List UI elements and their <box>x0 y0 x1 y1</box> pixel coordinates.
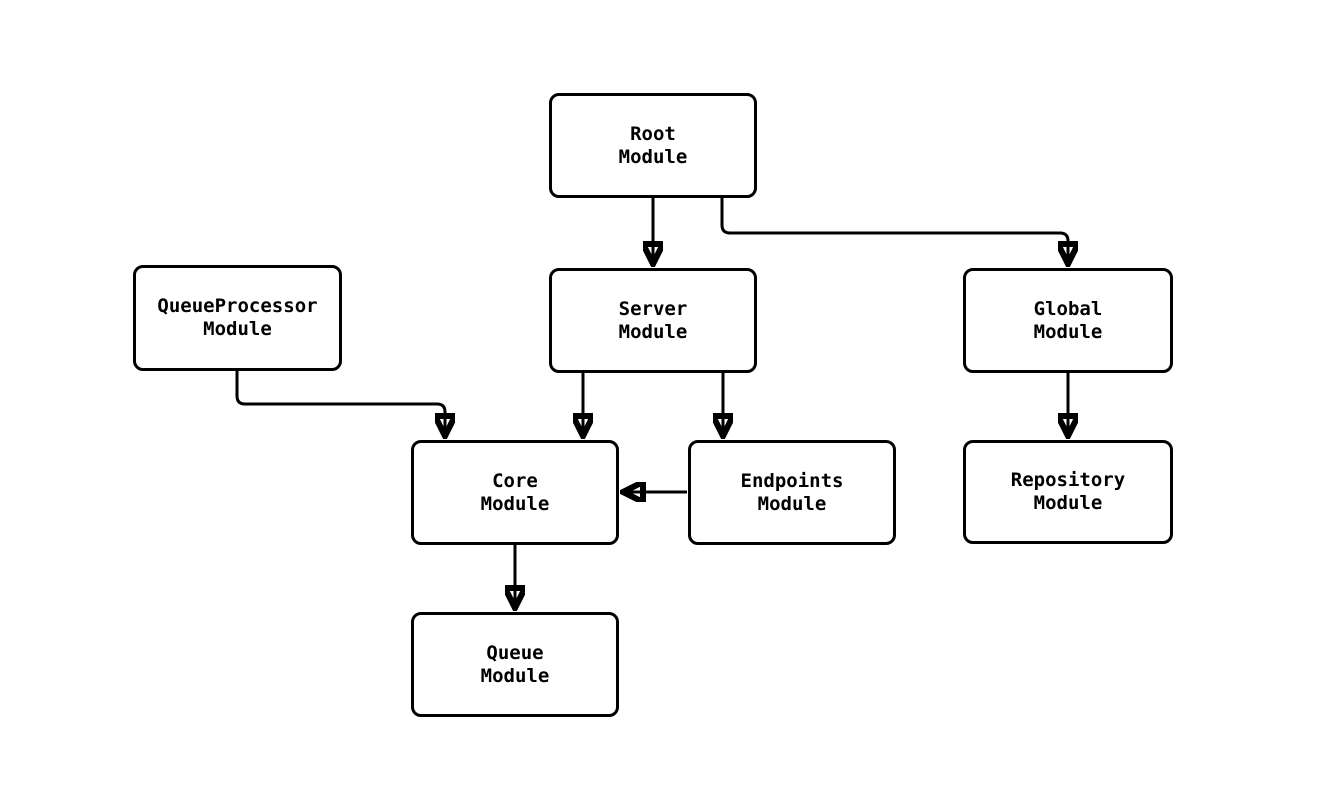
edge-queueprocessor-to-core <box>235 371 445 434</box>
node-core-module: Core Module <box>411 440 619 545</box>
node-repository-module-label: Repository Module <box>1010 469 1126 514</box>
node-root-module: Root Module <box>549 93 757 198</box>
node-queue-module-label: Queue Module <box>480 641 550 687</box>
edge-root-to-global <box>720 198 1068 262</box>
node-server-module-label: Server Module <box>618 297 688 343</box>
node-endpoints-module: Endpoints Module <box>688 440 896 545</box>
node-endpoints-module-label: Endpoints Module <box>740 469 844 515</box>
node-global-module-label: Global Module <box>1033 297 1103 343</box>
node-repository-module: Repository Module <box>963 440 1173 544</box>
node-queueprocessor-module-label: QueueProcessor Module <box>157 295 318 340</box>
node-queueprocessor-module: QueueProcessor Module <box>133 265 342 371</box>
node-root-module-label: Root Module <box>618 122 688 168</box>
node-global-module: Global Module <box>963 268 1173 373</box>
node-core-module-label: Core Module <box>480 469 550 515</box>
node-queue-module: Queue Module <box>411 612 619 717</box>
node-server-module: Server Module <box>549 268 757 373</box>
